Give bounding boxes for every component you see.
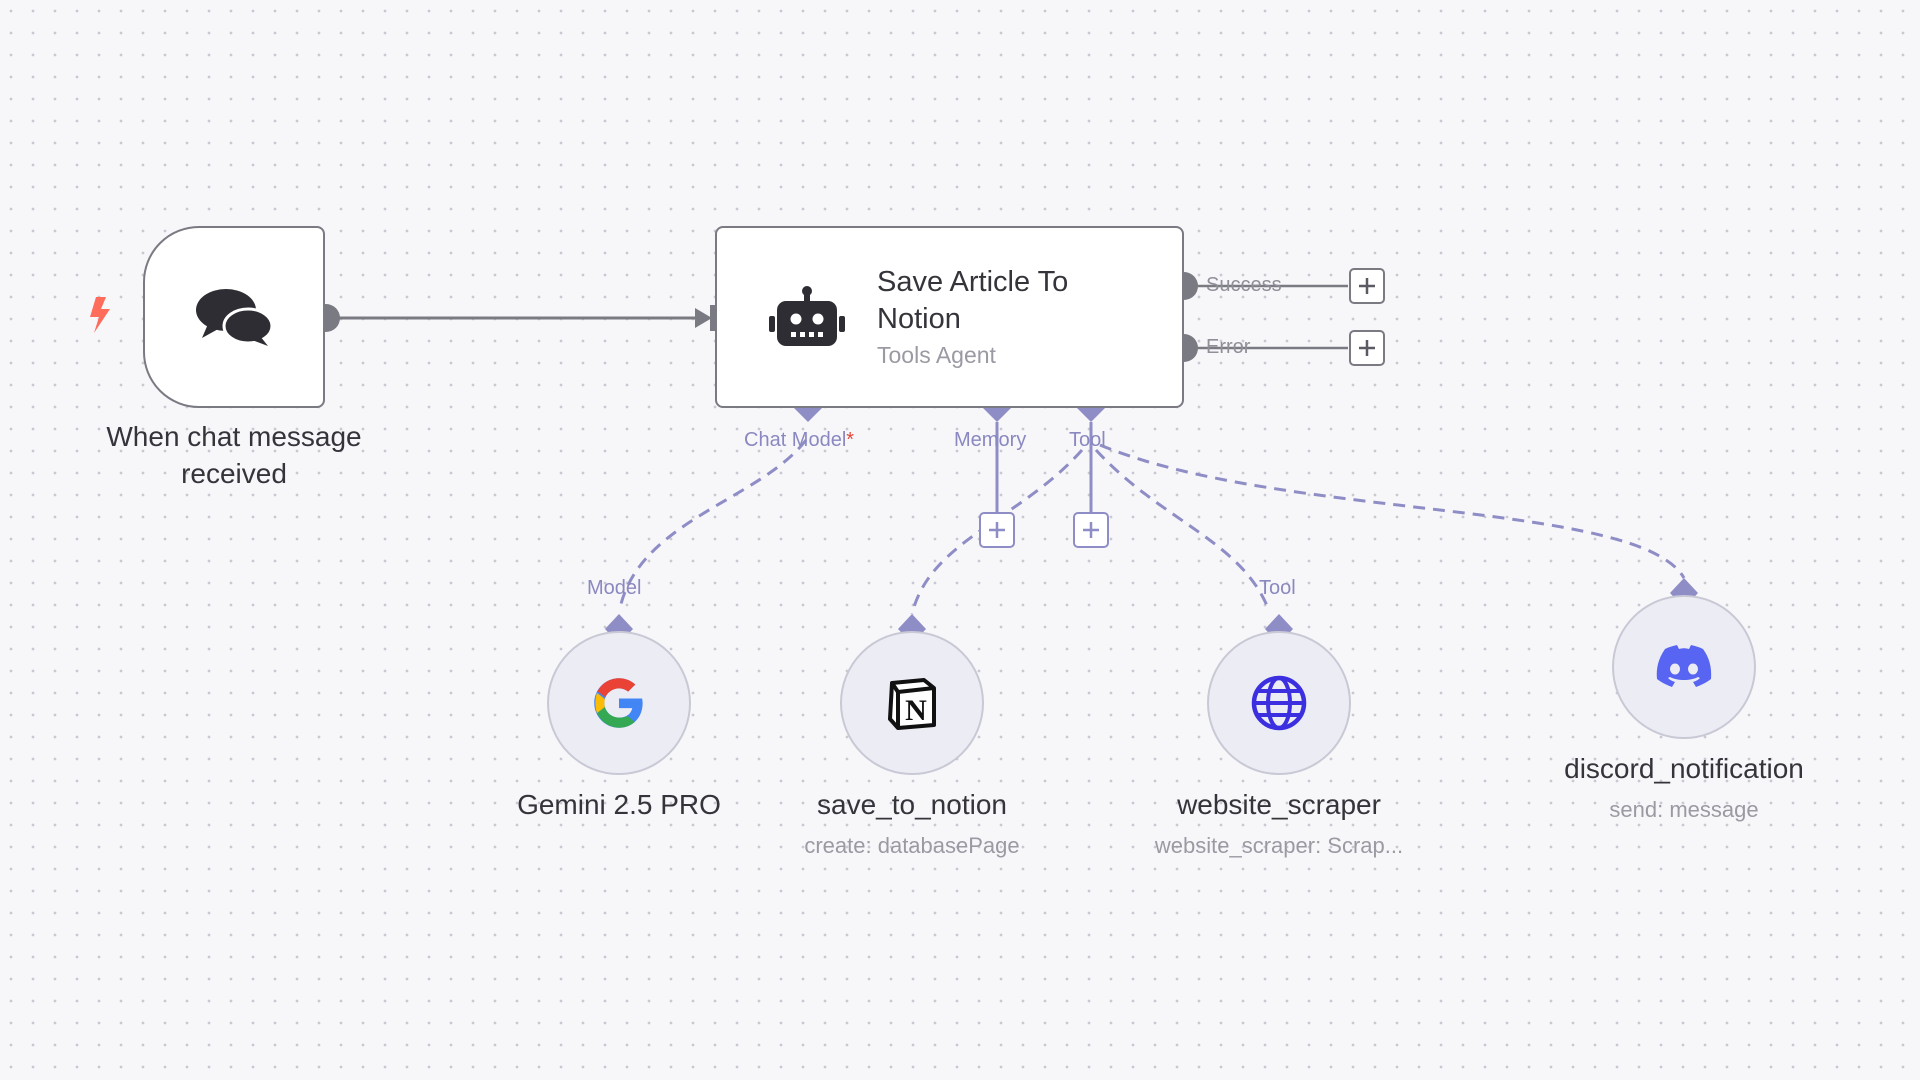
gemini-node[interactable] bbox=[547, 631, 691, 775]
gemini-port-label: Model bbox=[587, 577, 642, 599]
memory-add-button[interactable] bbox=[979, 512, 1015, 548]
svg-text:N: N bbox=[905, 694, 927, 727]
plus-icon bbox=[989, 522, 1005, 538]
error-output-label: Error bbox=[1206, 336, 1251, 358]
scraper-node-name: website_scraper bbox=[1177, 789, 1381, 820]
chat-model-connection[interactable] bbox=[618, 439, 808, 609]
scraper-node[interactable] bbox=[1207, 631, 1351, 775]
required-marker: * bbox=[846, 429, 855, 451]
chat-model-port-label: Chat Model* bbox=[744, 429, 855, 451]
agent-input-handle[interactable] bbox=[710, 305, 718, 331]
trigger-label: When chat message received bbox=[106, 421, 362, 489]
discord-icon bbox=[1656, 645, 1712, 687]
error-add-button[interactable] bbox=[1349, 330, 1385, 366]
discord-node-name: discord_notification bbox=[1564, 753, 1804, 784]
notion-node[interactable]: N bbox=[840, 631, 984, 775]
google-icon bbox=[594, 678, 643, 728]
discord-node-subtitle: send: message bbox=[1609, 797, 1759, 822]
plus-icon bbox=[1359, 340, 1375, 356]
globe-icon bbox=[1251, 675, 1307, 731]
robot-icon bbox=[769, 286, 845, 346]
tool-scraper-connection[interactable] bbox=[1094, 448, 1270, 609]
gemini-node-name: Gemini 2.5 PRO bbox=[517, 789, 721, 820]
notion-icon: N bbox=[888, 678, 936, 730]
agent-subtitle: Tools Agent bbox=[877, 342, 996, 368]
tool-discord-connection[interactable] bbox=[1099, 443, 1686, 579]
memory-port-label: Memory bbox=[954, 429, 1027, 451]
lightning-bolt-icon bbox=[90, 297, 110, 333]
agent-title: Save Article To Notion bbox=[877, 266, 1069, 335]
scraper-node-subtitle: website_scraper: Scrap... bbox=[1154, 833, 1404, 858]
plus-icon bbox=[1359, 278, 1375, 294]
main-connection-arrow bbox=[695, 308, 712, 328]
chat-bubbles-icon bbox=[196, 289, 274, 346]
scraper-port-label: Tool bbox=[1259, 577, 1296, 599]
chat-trigger-node[interactable] bbox=[143, 226, 325, 408]
notion-node-name: save_to_notion bbox=[817, 789, 1007, 820]
notion-node-subtitle: create: databasePage bbox=[804, 833, 1020, 858]
discord-node[interactable] bbox=[1612, 595, 1756, 739]
tool-add-button[interactable] bbox=[1073, 512, 1109, 548]
plus-icon bbox=[1083, 522, 1099, 538]
agent-node[interactable]: Save Article To Notion Tools Agent bbox=[715, 226, 1184, 408]
success-output-label: Success bbox=[1206, 274, 1282, 296]
success-add-button[interactable] bbox=[1349, 268, 1385, 304]
tool-port-label: Tool bbox=[1069, 429, 1106, 451]
